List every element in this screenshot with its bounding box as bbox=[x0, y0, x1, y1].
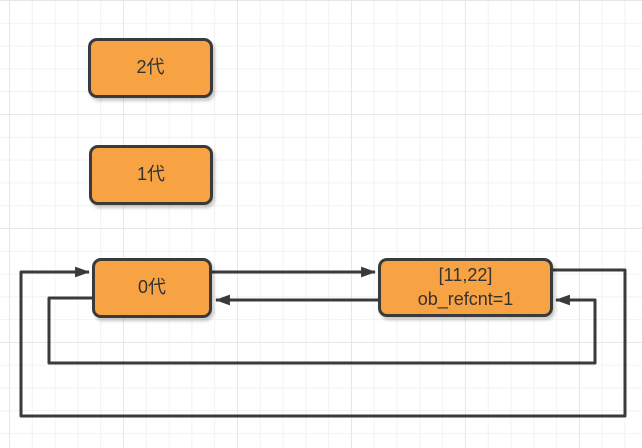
edge-list-to-gen0-outer-loop bbox=[19, 266, 627, 418]
node-generation-2-label: 2代 bbox=[136, 57, 165, 78]
node-generation-1-label: 1代 bbox=[136, 164, 165, 185]
node-generation-0-label: 0代 bbox=[137, 277, 166, 298]
node-list-object-refcnt: ob_refcnt=1 bbox=[417, 288, 514, 309]
node-list-object: [11,22] ob_refcnt=1 bbox=[378, 258, 553, 317]
node-generation-2: 2代 bbox=[88, 38, 213, 98]
node-generation-0: 0代 bbox=[92, 258, 212, 318]
edge-gen0-to-list-inner-loop bbox=[47, 294, 597, 365]
node-generation-1: 1代 bbox=[89, 145, 213, 205]
node-list-object-value: [11,22] bbox=[438, 265, 493, 286]
